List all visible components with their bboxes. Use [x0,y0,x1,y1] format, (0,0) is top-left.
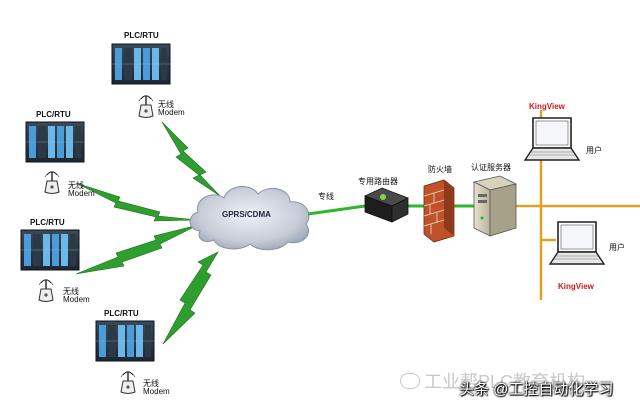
antenna-icon-2 [44,170,60,195]
plc-rack-2 [25,121,85,163]
dedicated-line [307,204,366,216]
plc-label-1: PLC/RTU [124,31,159,40]
lightning-link-3 [75,224,199,275]
firewall-icon [423,179,455,243]
user-label-2: 用户 [609,243,625,252]
server-icon [472,175,518,237]
modem-label-4: 无线 Modem [143,379,170,397]
antenna-icon-4 [120,370,136,395]
watermark-text: 头条 @工控自动化学习 [459,381,614,398]
user-label-1: 用户 [586,146,602,155]
plc-rack-1 [111,43,171,85]
plc-rack-4 [95,320,155,362]
watermark-faded-text: 工业帮PLC教育机构 [424,372,586,392]
kingview-label-2: KingView [558,282,594,291]
dedicated-line-label: 专线 [318,192,334,201]
laptop-icon-2 [549,221,605,265]
plc-label-2: PLC/RTU [36,110,71,119]
modem-label-2: 无线 Modem [68,181,95,199]
antenna-icon-1 [138,94,154,119]
cloud-label: GPRS/CDMA [222,210,271,219]
laptop-icon-1 [524,117,580,161]
modem-label-3: 无线 Modem [63,287,90,305]
kingview-label-1: KingView [529,102,565,111]
lightning-link-4 [162,251,219,345]
watermark-faded: 工业帮PLC教育机构 [400,368,585,394]
modem-label-1: 无线 Modem [158,100,185,118]
auth-server-label: 认证服务器 [471,163,511,172]
plc-rack-3 [20,229,80,271]
plc-label-4: PLC/RTU [104,309,139,318]
lightning-link-1 [161,121,221,197]
router-icon [363,187,409,223]
wechat-icon [400,373,420,389]
lightning-links [75,121,221,345]
plc-label-3: PLC/RTU [30,218,65,227]
firewall-label: 防火墙 [428,165,452,174]
antenna-icon-3 [38,278,54,303]
router-label: 专用路由器 [358,177,398,186]
gprs-cdma-cloud [189,186,310,251]
